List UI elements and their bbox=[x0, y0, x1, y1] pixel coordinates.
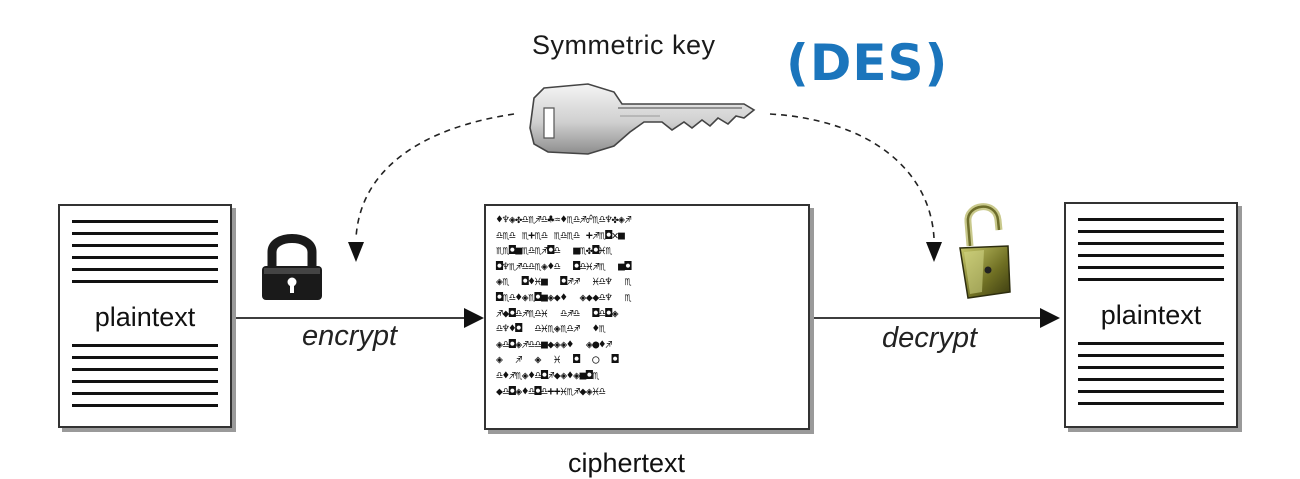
plaintext-document-right: plaintext bbox=[1064, 202, 1238, 428]
ciphertext-line: ♏♏◘■♏♎♏♐◘♎ ■♏✤◘♓♏ bbox=[496, 243, 800, 259]
decrypt-dashed-arrowhead bbox=[926, 242, 942, 262]
encrypt-arrowhead bbox=[464, 308, 484, 328]
plaintext-label-left: plaintext bbox=[60, 302, 230, 333]
padlock-closed-icon bbox=[262, 239, 322, 301]
ciphertext-line: ◘♆♏♐♎♎♏◈♦♎ ◘♎♓♐♏ ■◘ bbox=[496, 259, 800, 275]
ciphertext-document: ♦♆◈✤♎♏♐♎♣♒♦♏♎♐☍♏♎♆✤◈♐♎♏♎ ♏+♏♎ ♏♎♏♎ +♐♏◘✕… bbox=[484, 204, 810, 430]
ciphertext-line: ♐◆◘♎♐♏♎♓ ♎♐♎ ◘♎◘◈ bbox=[496, 306, 800, 322]
ciphertext-line: ◈♎◘◈♐♎♎■◆◈◈♦ ◈●♦♐ bbox=[496, 337, 800, 353]
plaintext-label-right: plaintext bbox=[1066, 300, 1236, 331]
ciphertext-line: ◈ ♐ ◈ ♓ ◘ ◯ ◘ bbox=[496, 352, 800, 368]
decrypt-label: decrypt bbox=[882, 322, 977, 355]
ciphertext-line: ◈♏ ◘♦♓■ ◘♐♐ ♓♎♆ ♏ bbox=[496, 274, 800, 290]
encrypt-label: encrypt bbox=[302, 320, 397, 353]
key-icon bbox=[530, 84, 754, 154]
decrypt-arrowhead bbox=[1040, 308, 1060, 328]
encrypt-dashed-arrowhead bbox=[348, 242, 364, 262]
ciphertext-line: ◆♎◘◈♦♎◘♎++♓♏♐◆◈♓♎ bbox=[496, 384, 800, 400]
ciphertext-line: ◘♏♎♦◈♏◘■◈◆♦ ◈◆◆♎♆ ♏ bbox=[496, 290, 800, 306]
plaintext-document-left: plaintext bbox=[58, 204, 232, 428]
padlock-open-icon bbox=[960, 207, 1010, 298]
ciphertext-glyphs: ♦♆◈✤♎♏♐♎♣♒♦♏♎♐☍♏♎♆✤◈♐♎♏♎ ♏+♏♎ ♏♎♏♎ +♐♏◘✕… bbox=[496, 212, 800, 399]
ciphertext-line: ♎♏♎ ♏+♏♎ ♏♎♏♎ +♐♏◘✕■ bbox=[496, 228, 800, 244]
ciphertext-line: ♦♆◈✤♎♏♐♎♣♒♦♏♎♐☍♏♎♆✤◈♐ bbox=[496, 212, 800, 228]
ciphertext-line: ♎♦♐♏◈♦♎◘♐◆◈♦◈■◘♏ bbox=[496, 368, 800, 384]
ciphertext-line: ♎♆♦◘ ♎♓♏◈♏♎♐ ♦♏ bbox=[496, 321, 800, 337]
